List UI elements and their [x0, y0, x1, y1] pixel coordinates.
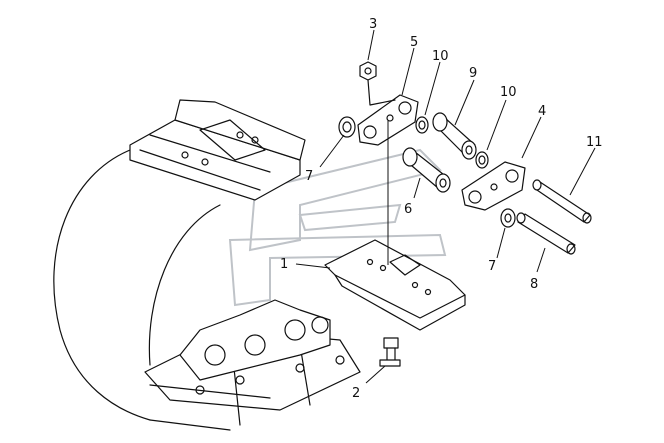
spacer-upper: [415, 116, 429, 134]
callout-7-upper: 7: [305, 169, 313, 184]
callout-1: 1: [280, 257, 288, 272]
watermark-logo: [228, 148, 447, 307]
master-pin: [532, 179, 592, 224]
callout-11: 11: [586, 135, 603, 150]
callout-3: 3: [369, 17, 377, 32]
dust-seal-lower: [500, 208, 516, 228]
dust-seal-upper: [338, 116, 356, 138]
callout-5: 5: [410, 35, 418, 50]
callout-8: 8: [530, 277, 538, 292]
bushing-upper: [432, 112, 477, 160]
track-shoe-plate: [324, 239, 466, 331]
bushing-lower: [402, 147, 451, 193]
shoe-bolt: [379, 337, 401, 367]
track-chain-assembly: [53, 99, 361, 431]
callout-6: 6: [404, 202, 412, 217]
track-pin: [516, 212, 576, 255]
master-link-lower: [461, 161, 526, 211]
upper-track-shoes: [129, 99, 306, 201]
callout-4: 4: [538, 104, 546, 119]
lower-track-shoes: [144, 299, 361, 426]
spacer-lower: [475, 151, 489, 169]
callout-10-lower: 10: [500, 85, 517, 100]
callout-10-upper: 10: [432, 49, 449, 64]
callout-7-lower: 7: [488, 259, 496, 274]
callout-9: 9: [469, 66, 477, 81]
leader-lines: [295, 29, 596, 384]
callout-2: 2: [352, 386, 360, 401]
callout-labels: 1 2 3 4 5 6 7 7 8 9 10 10 11: [280, 17, 603, 401]
nut: [359, 61, 377, 81]
